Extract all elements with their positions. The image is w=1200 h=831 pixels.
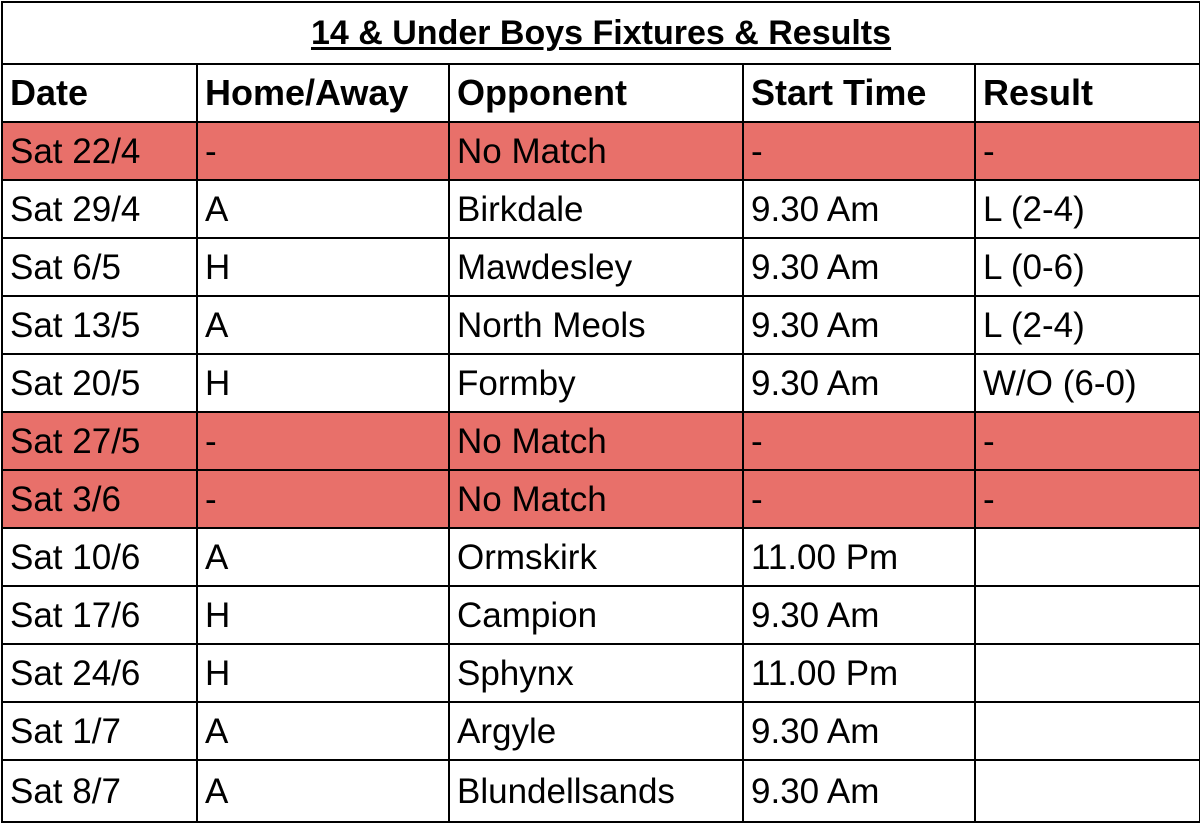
column-header-start-time: Start Time bbox=[742, 63, 976, 123]
cell-home-away: - bbox=[196, 411, 450, 471]
cell-home-away: A bbox=[196, 527, 450, 587]
cell-start-time: 9.30 Am bbox=[742, 237, 976, 297]
cell-opponent: No Match bbox=[448, 411, 744, 471]
cell-date: Sat 22/4 bbox=[1, 121, 198, 181]
cell-opponent: Blundellsands bbox=[448, 759, 744, 823]
cell-date: Sat 27/5 bbox=[1, 411, 198, 471]
cell-start-time: 9.30 Am bbox=[742, 701, 976, 761]
title-row: 14 & Under Boys Fixtures & Results bbox=[0, 1, 1200, 65]
column-header-date: Date bbox=[1, 63, 198, 123]
cell-start-time: 9.30 Am bbox=[742, 295, 976, 355]
cell-opponent: No Match bbox=[448, 121, 744, 181]
cell-date: Sat 17/6 bbox=[1, 585, 198, 645]
cell-start-time: - bbox=[742, 411, 976, 471]
cell-date: Sat 20/5 bbox=[1, 353, 198, 413]
cell-start-time: 9.30 Am bbox=[742, 759, 976, 823]
table-row: Sat 3/6-No Match-- bbox=[1, 469, 1200, 529]
cell-result: - bbox=[973, 411, 1200, 471]
table-row: Sat 22/4-No Match-- bbox=[1, 121, 1200, 181]
cell-result: L (2-4) bbox=[973, 179, 1200, 239]
cell-date: Sat 29/4 bbox=[1, 179, 198, 239]
cell-result bbox=[973, 759, 1200, 823]
cell-home-away: H bbox=[196, 585, 450, 645]
cell-opponent: Mawdesley bbox=[448, 237, 744, 297]
cell-start-time: 9.30 Am bbox=[742, 585, 976, 645]
cell-date: Sat 10/6 bbox=[1, 527, 198, 587]
cell-opponent: No Match bbox=[448, 469, 744, 529]
title-cell: 14 & Under Boys Fixtures & Results bbox=[0, 1, 1200, 65]
cell-home-away: A bbox=[196, 701, 450, 761]
cell-opponent: Formby bbox=[448, 353, 744, 413]
cell-start-time: - bbox=[742, 469, 976, 529]
cell-date: Sat 3/6 bbox=[1, 469, 198, 529]
cell-start-time: 9.30 Am bbox=[742, 353, 976, 413]
cell-date: Sat 1/7 bbox=[1, 701, 198, 761]
column-header-home-away: Home/Away bbox=[196, 63, 450, 123]
cell-date: Sat 6/5 bbox=[1, 237, 198, 297]
cell-opponent: Sphynx bbox=[448, 643, 744, 703]
table-row: Sat 27/5-No Match-- bbox=[1, 411, 1200, 471]
cell-result: - bbox=[973, 469, 1200, 529]
cell-home-away: H bbox=[196, 237, 450, 297]
table-title: 14 & Under Boys Fixtures & Results bbox=[310, 14, 892, 52]
column-header-result: Result bbox=[973, 63, 1200, 123]
cell-result: L (0-6) bbox=[973, 237, 1200, 297]
column-header-opponent: Opponent bbox=[448, 63, 744, 123]
cell-home-away: - bbox=[196, 121, 450, 181]
cell-opponent: Ormskirk bbox=[448, 527, 744, 587]
cell-opponent: North Meols bbox=[448, 295, 744, 355]
cell-date: Sat 24/6 bbox=[1, 643, 198, 703]
cell-date: Sat 13/5 bbox=[1, 295, 198, 355]
cell-result: - bbox=[973, 121, 1200, 181]
cell-start-time: - bbox=[742, 121, 976, 181]
cell-home-away: - bbox=[196, 469, 450, 529]
cell-result bbox=[973, 585, 1200, 645]
cell-start-time: 11.00 Pm bbox=[742, 643, 976, 703]
cell-result bbox=[973, 643, 1200, 703]
cell-result: W/O (6-0) bbox=[973, 353, 1200, 413]
cell-home-away: A bbox=[196, 179, 450, 239]
cell-opponent: Birkdale bbox=[448, 179, 744, 239]
header-row: Date Home/Away Opponent Start Time Resul… bbox=[1, 63, 1200, 123]
cell-start-time: 9.30 Am bbox=[742, 179, 976, 239]
cell-home-away: H bbox=[196, 643, 450, 703]
cell-result bbox=[973, 527, 1200, 587]
cell-date: Sat 8/7 bbox=[1, 759, 198, 823]
cell-result: L (2-4) bbox=[973, 295, 1200, 355]
cell-home-away: A bbox=[196, 295, 450, 355]
cell-opponent: Argyle bbox=[448, 701, 744, 761]
cell-opponent: Campion bbox=[448, 585, 744, 645]
cell-result bbox=[973, 701, 1200, 761]
cell-home-away: H bbox=[196, 353, 450, 413]
cell-home-away: A bbox=[196, 759, 450, 823]
cell-start-time: 11.00 Pm bbox=[742, 527, 976, 587]
